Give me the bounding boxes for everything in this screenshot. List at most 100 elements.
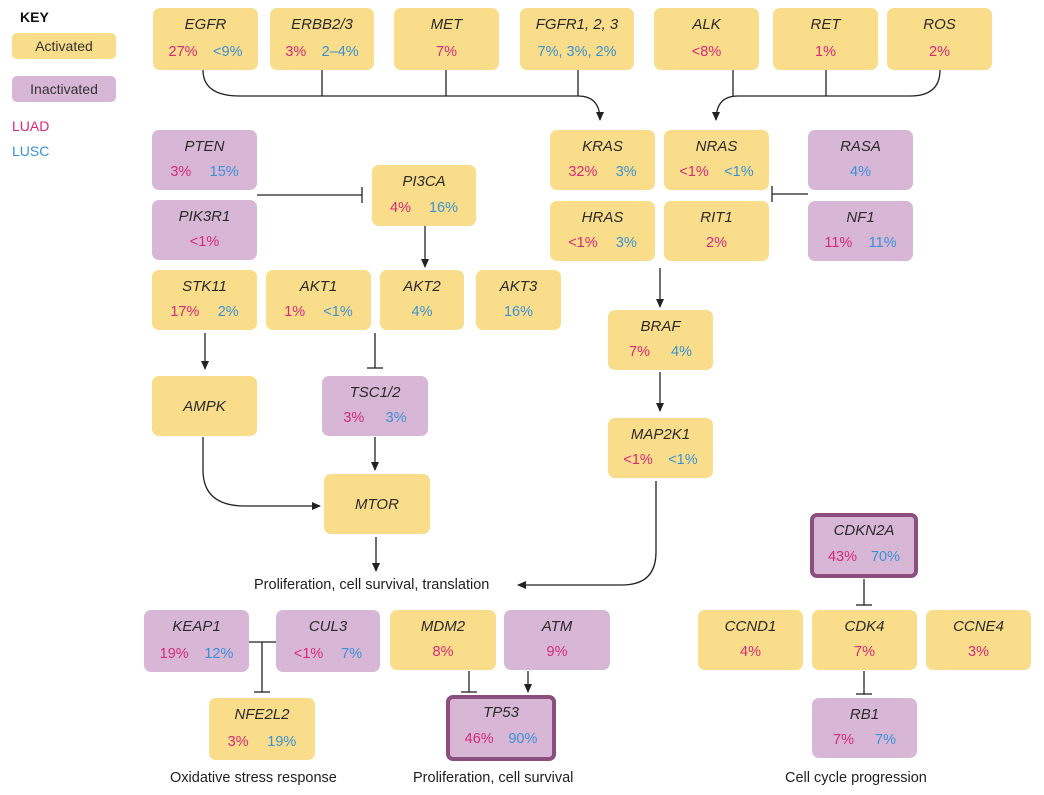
gene-nf1: NF1 11% 11%: [808, 201, 913, 261]
gene-ampk: AMPK: [152, 376, 257, 436]
gene-egfr: EGFR 27% <9%: [153, 8, 258, 70]
lusc-value: 2%: [217, 304, 239, 320]
lusc-value: 7%, 3%, 2%: [537, 44, 617, 60]
gene-name: MET: [430, 16, 463, 33]
lusc-value: <9%: [213, 44, 243, 60]
gene-name: RASA: [840, 138, 881, 155]
luad-value: <1%: [679, 164, 709, 180]
luad-value: 27%: [168, 44, 198, 60]
rtk-to-kras-arrow: [202, 69, 604, 121]
lusc-value: <1%: [668, 452, 698, 468]
gene-nras: NRAS <1%<1%: [664, 130, 769, 190]
gene-akt3: AKT3 16%: [476, 270, 561, 330]
gene-name: PI3CA: [402, 173, 446, 190]
luad-value: 7%: [854, 644, 875, 660]
lusc-value: 11%: [868, 235, 897, 251]
lusc-value: 4%: [411, 304, 433, 320]
gene-name: ROS: [923, 16, 956, 33]
gene-name: PIK3R1: [178, 208, 231, 225]
gene-stk11: STK11 17%2%: [152, 270, 257, 330]
lusc-value: 4%: [850, 164, 871, 180]
gene-ccne4: CCNE4 3%: [926, 610, 1031, 670]
gene-name: TP53: [483, 704, 519, 721]
gene-akt2: AKT2 4%: [380, 270, 464, 330]
gene-name: ATM: [541, 618, 573, 635]
gene-name: MDM2: [420, 618, 466, 635]
luad-value: 43%: [827, 549, 857, 565]
gene-name: KEAP1: [172, 618, 221, 635]
lusc-value: 15%: [209, 164, 239, 180]
lusc-value: <1%: [724, 164, 754, 180]
gene-tsc12: TSC1/2 3%3%: [322, 376, 428, 436]
key-activated: Activated: [12, 33, 116, 59]
gene-pi3ca: PI3CA 4%16%: [372, 165, 476, 226]
gene-name: RB1: [849, 706, 880, 723]
gene-name: PTEN: [184, 138, 225, 155]
luad-value: 3%: [227, 734, 249, 750]
luad-value: <1%: [293, 646, 324, 662]
caption-oxidative-stress: Oxidative stress response: [170, 770, 337, 786]
gene-name: ALK: [692, 16, 721, 33]
luad-value: 3%: [170, 164, 192, 180]
caption-proliferation-survival: Proliferation, cell survival: [413, 770, 574, 786]
luad-value: 1%: [284, 304, 306, 320]
key-luad: LUAD: [12, 118, 50, 134]
luad-value: 8%: [432, 644, 454, 660]
gene-name: ERBB2/3: [291, 16, 353, 33]
gene-alk: ALK <8%: [654, 8, 759, 70]
gene-name: CCNE4: [953, 618, 1004, 635]
lusc-value: 7%: [341, 646, 363, 662]
gene-name: STK11: [182, 278, 227, 295]
gene-akt1: AKT1 1%<1%: [266, 270, 371, 330]
gene-name: AKT1: [299, 278, 338, 295]
luad-value: 3%: [343, 410, 365, 426]
gene-name: AMPK: [183, 397, 226, 415]
gene-name: EGFR: [184, 16, 227, 33]
luad-value: 2%: [929, 44, 950, 60]
luad-value: <1%: [568, 235, 598, 251]
gene-name: FGFR1, 2, 3: [535, 16, 619, 33]
lusc-value: 16%: [428, 200, 458, 216]
luad-value: 46%: [464, 731, 494, 747]
luad-value: 7%: [436, 44, 457, 60]
key-lusc: LUSC: [12, 143, 50, 159]
lusc-value: 19%: [267, 734, 297, 750]
key-inactivated: Inactivated: [12, 76, 116, 102]
luad-value: 1%: [815, 44, 836, 60]
gene-map2k1: MAP2K1 <1%<1%: [608, 418, 713, 478]
gene-name: HRAS: [581, 209, 624, 226]
gene-nfe2l2: NFE2L2 3%19%: [209, 698, 315, 760]
lusc-value: 2–4%: [321, 44, 359, 60]
luad-value: 9%: [546, 644, 568, 660]
gene-name: NF1: [846, 209, 875, 226]
gene-met: MET 7%: [394, 8, 499, 70]
luad-value: 11%: [824, 235, 853, 251]
lusc-value: 12%: [204, 646, 234, 662]
luad-value: 3%: [968, 644, 989, 660]
luad-value: <8%: [691, 44, 722, 60]
map2k1-to-output: [517, 481, 657, 589]
gene-name: KRAS: [582, 138, 623, 155]
lusc-value: 16%: [503, 304, 534, 320]
gene-fgfr: FGFR1, 2, 3 7%, 3%, 2%: [520, 8, 634, 70]
lusc-value: 70%: [870, 549, 900, 565]
lusc-value: 3%: [615, 164, 637, 180]
gene-name: MAP2K1: [630, 426, 691, 443]
luad-value: 2%: [706, 235, 727, 251]
luad-value: 4%: [740, 644, 761, 660]
gene-cul3: CUL3 <1% 7%: [276, 610, 380, 672]
gene-rb1: RB1 7% 7%: [812, 698, 917, 758]
gene-ros: ROS 2%: [887, 8, 992, 70]
ampk-to-mtor: [202, 437, 321, 510]
luad-value: 3%: [285, 44, 307, 60]
luad-value: 7%: [833, 732, 854, 748]
lusc-value: 7%: [875, 732, 896, 748]
gene-name: AKT2: [403, 278, 441, 295]
gene-name: MTOR: [355, 495, 399, 513]
caption-proliferation-translation: Proliferation, cell survival, translatio…: [254, 577, 490, 593]
gene-erbb23: ERBB2/3 3% 2–4%: [270, 8, 374, 70]
gene-name: CCND1: [724, 618, 777, 635]
gene-name: CUL3: [308, 618, 348, 635]
gene-name: BRAF: [640, 318, 681, 335]
caption-cell-cycle: Cell cycle progression: [785, 770, 927, 786]
